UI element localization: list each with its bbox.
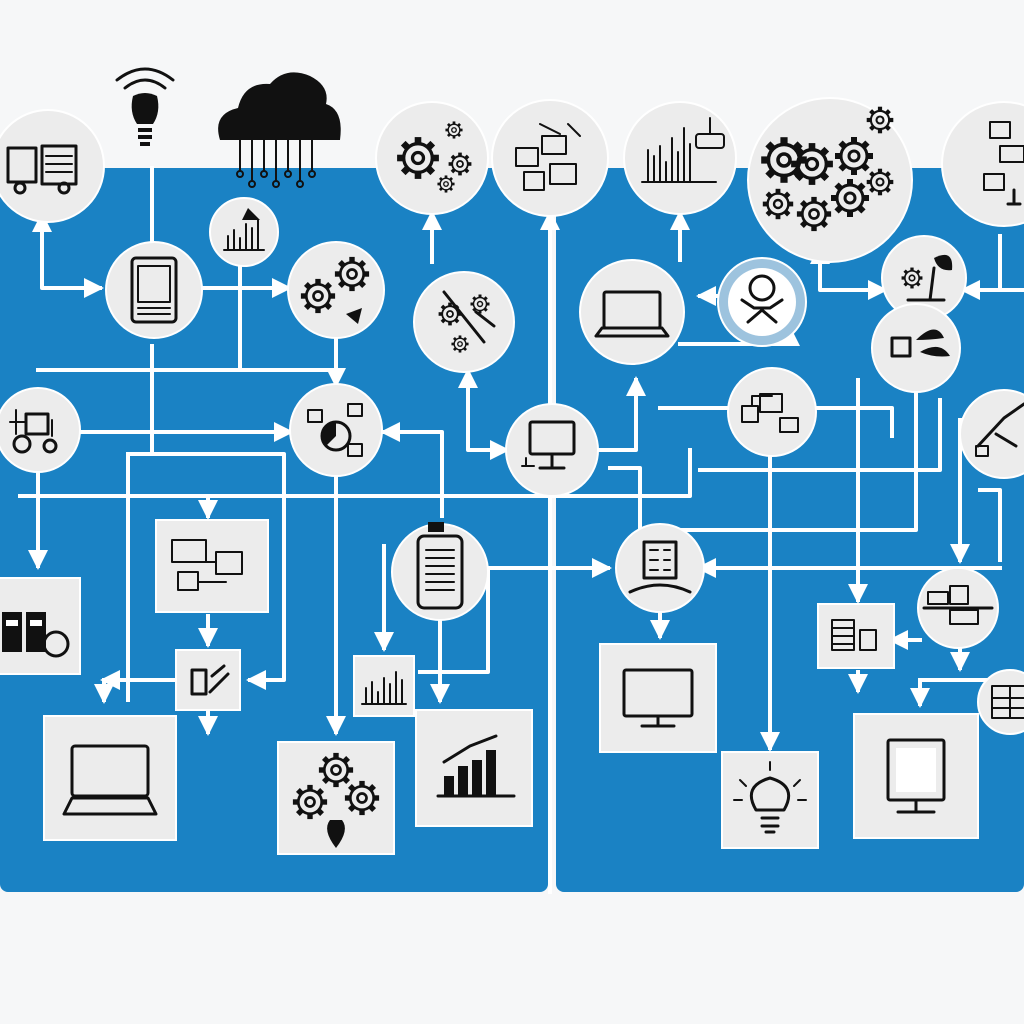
tractor-icon bbox=[0, 387, 81, 473]
laptop-icon bbox=[579, 259, 685, 365]
wifi-lightbulb-icon bbox=[115, 67, 175, 146]
monitor-large-icon bbox=[599, 643, 717, 753]
doc-folder-icon bbox=[917, 567, 999, 649]
tools-gears-icon bbox=[413, 271, 515, 373]
chart-dashboard-icon bbox=[623, 101, 737, 215]
growth-chart-icon bbox=[0, 577, 81, 675]
robot-icon bbox=[717, 257, 807, 347]
gears-icon bbox=[287, 241, 385, 339]
warehouse-icon bbox=[727, 367, 817, 457]
desktop-monitor-icon bbox=[853, 713, 979, 839]
lightbulb-icon bbox=[721, 751, 819, 849]
gears-plant-icon bbox=[175, 649, 241, 711]
desktop-monitor-icon bbox=[415, 709, 533, 827]
monitor-icon bbox=[289, 383, 383, 477]
documents-icon bbox=[491, 99, 609, 217]
server-building-icon bbox=[959, 389, 1024, 479]
media-icon bbox=[871, 303, 961, 393]
gears-network-icon bbox=[375, 101, 489, 215]
desk-icon bbox=[505, 403, 599, 497]
phone-document-icon bbox=[391, 522, 489, 621]
bar-chart-icon bbox=[209, 197, 279, 267]
connectors bbox=[18, 166, 1024, 894]
gears-cluster-icon bbox=[747, 97, 913, 263]
tablet-icon bbox=[105, 241, 203, 339]
laptop-large-icon bbox=[155, 519, 269, 613]
bar-chart-trend-icon bbox=[353, 655, 415, 717]
filing-boxes-icon bbox=[615, 523, 705, 613]
truck-icon bbox=[0, 109, 105, 223]
lab-flask-icon bbox=[941, 101, 1024, 227]
lightbulb-icon bbox=[277, 741, 395, 855]
cloud-network-icon bbox=[218, 72, 341, 188]
server-building-icon bbox=[817, 603, 895, 669]
form-icon bbox=[977, 669, 1024, 735]
monitor-large-icon bbox=[43, 715, 177, 841]
